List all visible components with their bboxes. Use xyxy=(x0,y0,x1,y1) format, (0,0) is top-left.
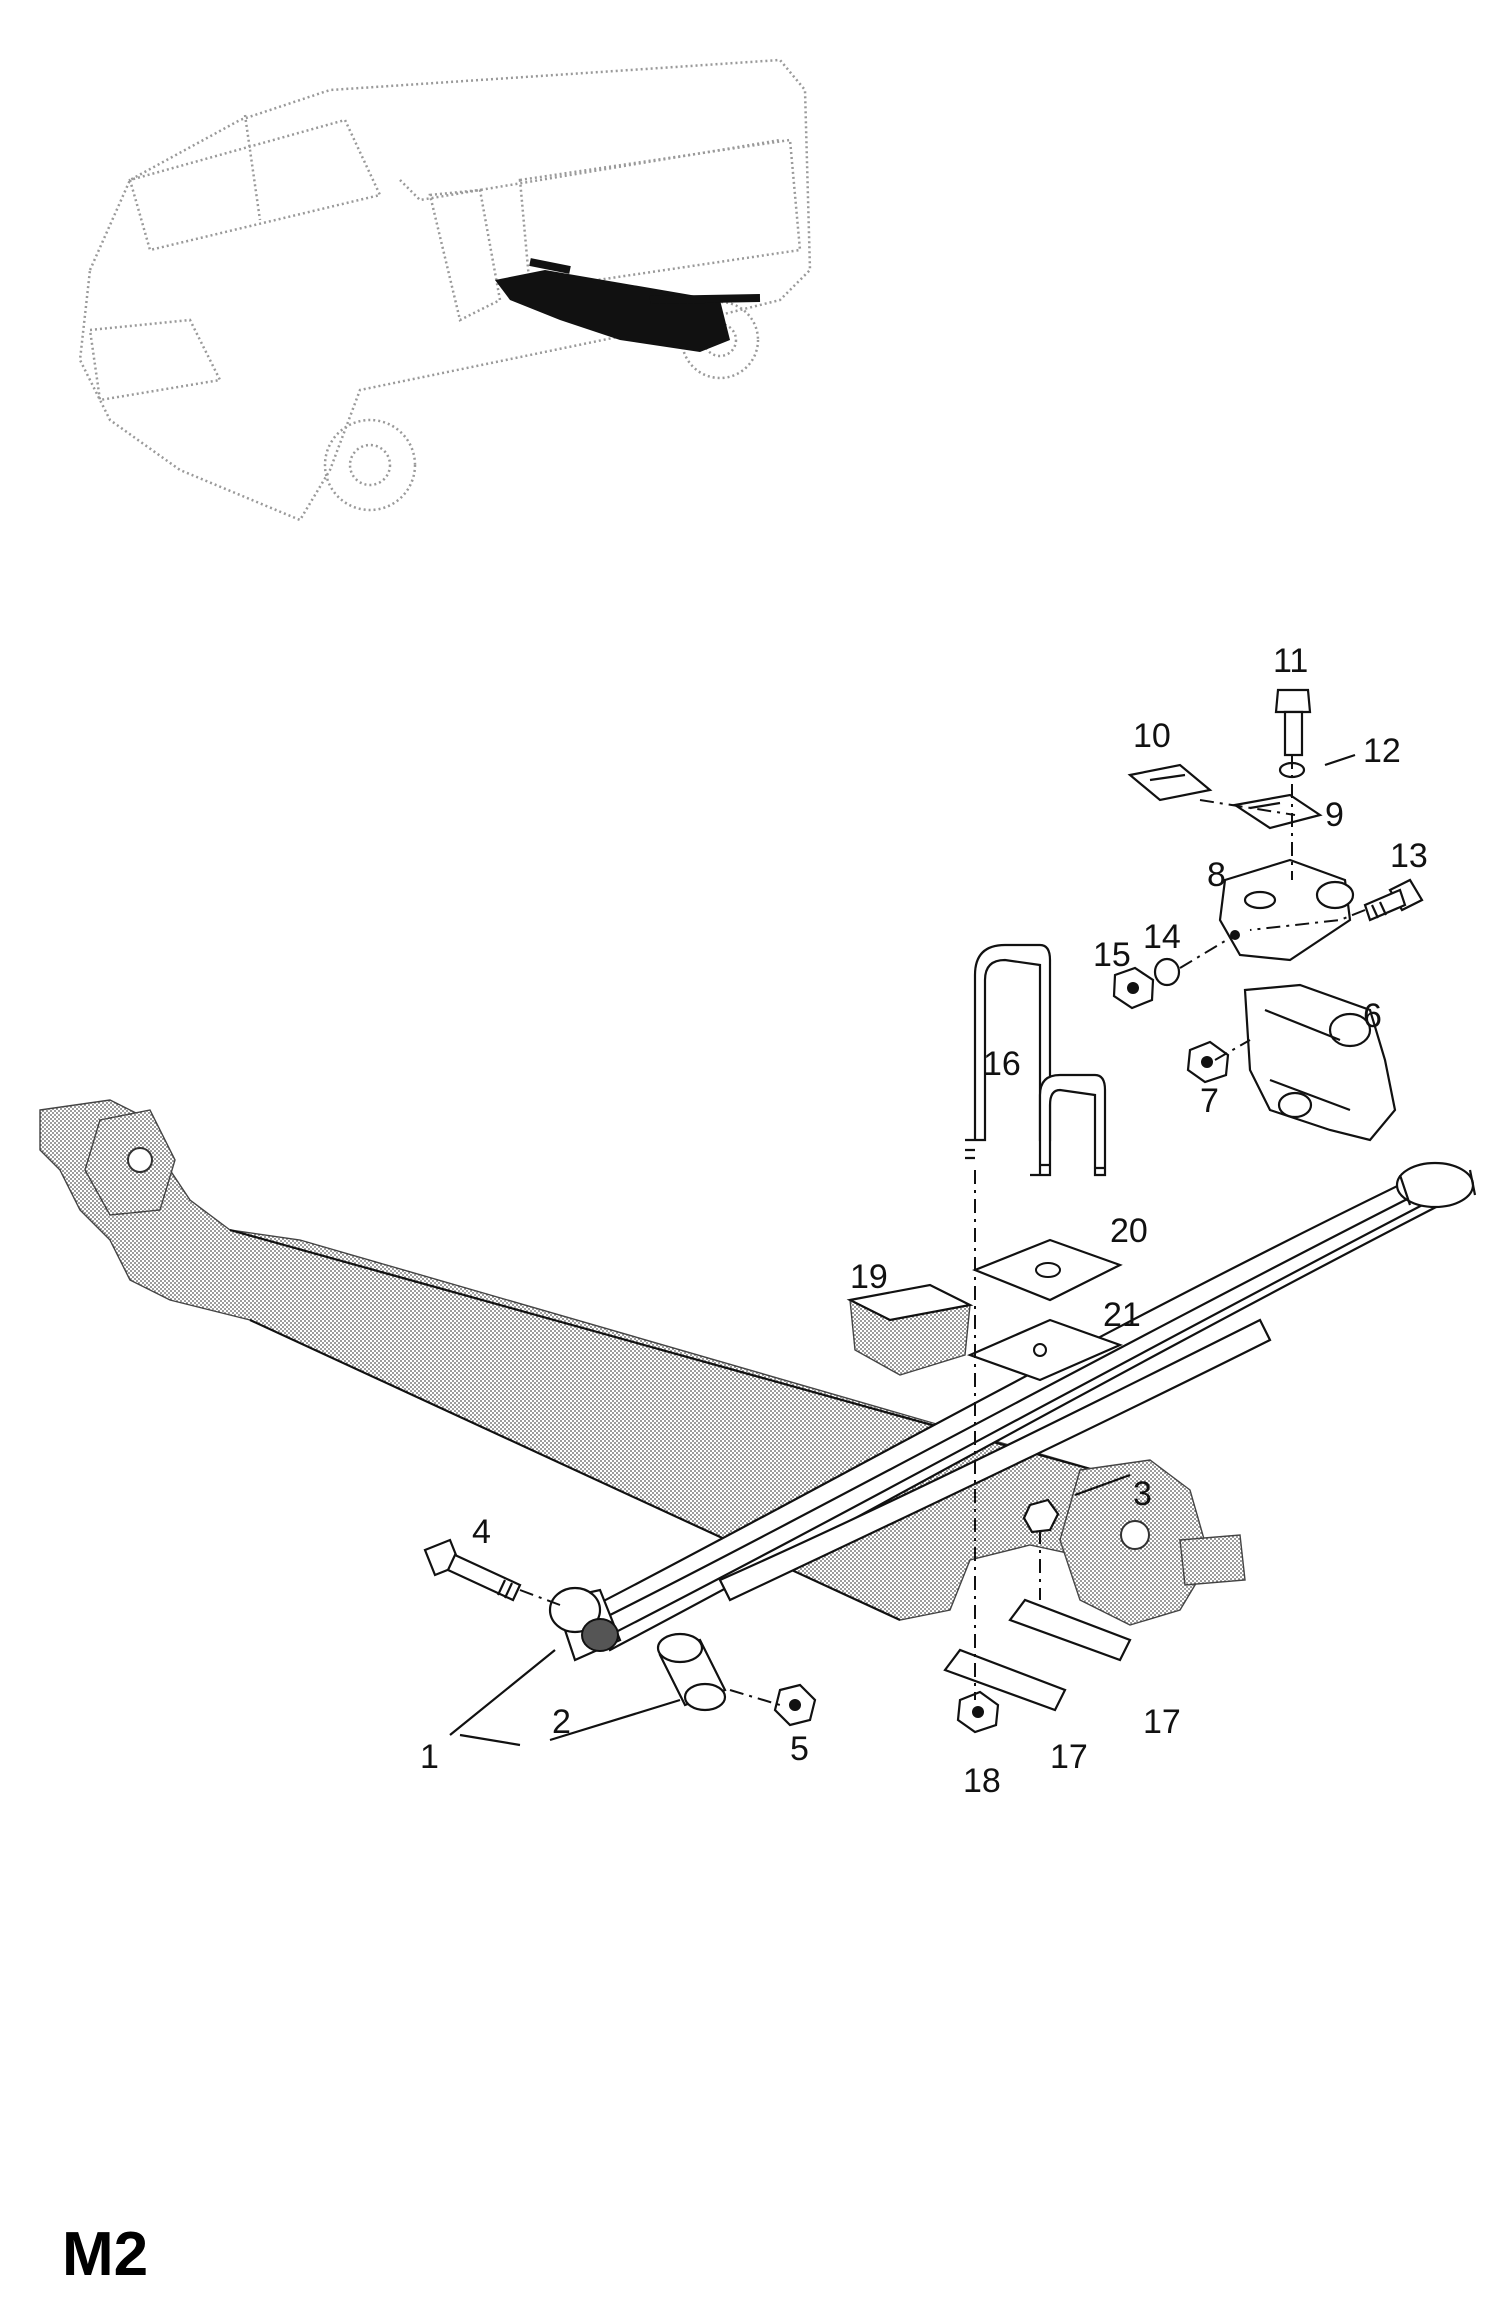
page-code: M2 xyxy=(62,2220,148,2289)
callout-8: 8 xyxy=(1207,856,1226,894)
van-locator-illustration xyxy=(78,58,812,522)
callout-2: 2 xyxy=(552,1703,571,1741)
leaf-spring xyxy=(588,1161,1477,1652)
callout-7: 7 xyxy=(1200,1082,1219,1120)
callout-6: 6 xyxy=(1363,997,1382,1035)
part-11-bolt xyxy=(1274,688,1312,757)
part-16-u-bolts xyxy=(965,943,1107,1177)
callout-21: 21 xyxy=(1103,1296,1141,1334)
part-5-nut xyxy=(773,1683,817,1727)
callouts: 1 2 3 4 5 6 7 8 9 10 11 12 13 14 15 16 1… xyxy=(420,642,1428,1800)
callout-19: 19 xyxy=(850,1258,888,1296)
callout-11: 11 xyxy=(1273,642,1308,680)
part-20-plate xyxy=(972,1238,1123,1302)
callout-12: 12 xyxy=(1363,732,1401,770)
part-2-bush xyxy=(656,1632,727,1712)
callout-15: 15 xyxy=(1093,936,1131,974)
part-1-spring-eye-bush xyxy=(548,1586,622,1662)
part-8-hanger-bracket xyxy=(1218,858,1355,962)
callout-1: 1 xyxy=(420,1738,439,1776)
part-14-washer xyxy=(1153,957,1181,987)
callout-9: 9 xyxy=(1325,796,1344,834)
callout-13: 13 xyxy=(1390,837,1428,875)
callout-10: 10 xyxy=(1133,717,1171,755)
callout-14: 14 xyxy=(1143,918,1181,956)
callout-20: 20 xyxy=(1110,1212,1148,1250)
part-13-bolt xyxy=(1363,878,1424,922)
part-19-bump-stop xyxy=(846,1283,974,1376)
part-15-nut xyxy=(1112,966,1155,1010)
part-21-plate xyxy=(967,1318,1123,1382)
callout-16: 16 xyxy=(983,1045,1021,1083)
part-10-pad xyxy=(1127,763,1213,802)
callout-17a: 17 xyxy=(1143,1703,1181,1741)
callout-18: 18 xyxy=(963,1762,1001,1800)
part-4-bolt xyxy=(423,1538,522,1602)
part-17-clamp-plates xyxy=(943,1598,1132,1712)
callout-5: 5 xyxy=(790,1730,809,1768)
callout-17b: 17 xyxy=(1050,1738,1088,1776)
leader-lines xyxy=(449,753,1366,1747)
part-7-nut xyxy=(1186,1040,1230,1084)
callout-4: 4 xyxy=(472,1513,491,1551)
callout-3: 3 xyxy=(1133,1475,1152,1513)
part-3-nut xyxy=(1022,1498,1060,1534)
part-6-shackle xyxy=(1243,983,1397,1142)
part-18-nut xyxy=(956,1690,1000,1734)
